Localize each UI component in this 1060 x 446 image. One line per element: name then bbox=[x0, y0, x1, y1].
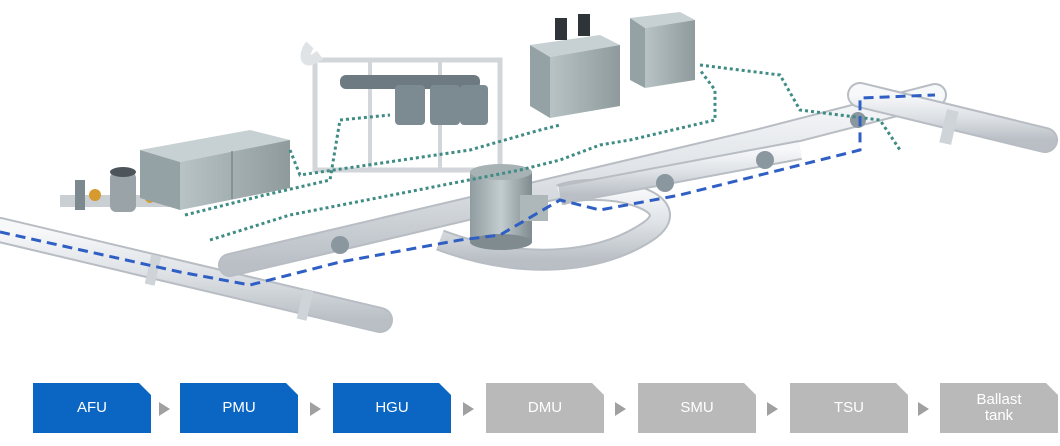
flow-arrow-1 bbox=[159, 402, 170, 416]
step-tsu: TSU bbox=[790, 383, 908, 433]
step-afu: AFU bbox=[33, 383, 151, 433]
dmu-tank bbox=[470, 164, 548, 250]
step-pmu: PMU bbox=[180, 383, 298, 433]
valve-group bbox=[331, 112, 866, 254]
step-ballast-tank: Ballast tank bbox=[940, 383, 1058, 433]
flow-arrow-2 bbox=[310, 402, 321, 416]
step-hgu: HGU bbox=[333, 383, 451, 433]
ballast-system-illustration bbox=[0, 12, 1058, 333]
flow-arrow-4 bbox=[615, 402, 626, 416]
step-dmu: DMU bbox=[486, 383, 604, 433]
treatment-process-flow: AFU PMU HGU DMU SMU TSU Ballast tank bbox=[0, 383, 1060, 439]
hgu-frame bbox=[300, 41, 503, 173]
control-lines bbox=[184, 63, 902, 242]
step-smu: SMU bbox=[638, 383, 756, 433]
pmu-cabinet bbox=[140, 130, 290, 210]
flow-arrow-6 bbox=[918, 402, 929, 416]
ballast-flow-line bbox=[0, 93, 936, 287]
flow-arrow-3 bbox=[463, 402, 474, 416]
tsu-cabinet bbox=[630, 12, 695, 88]
main-pipe-right bbox=[847, 82, 1058, 153]
flow-arrow-5 bbox=[767, 402, 778, 416]
smu-cabinet bbox=[530, 14, 620, 118]
